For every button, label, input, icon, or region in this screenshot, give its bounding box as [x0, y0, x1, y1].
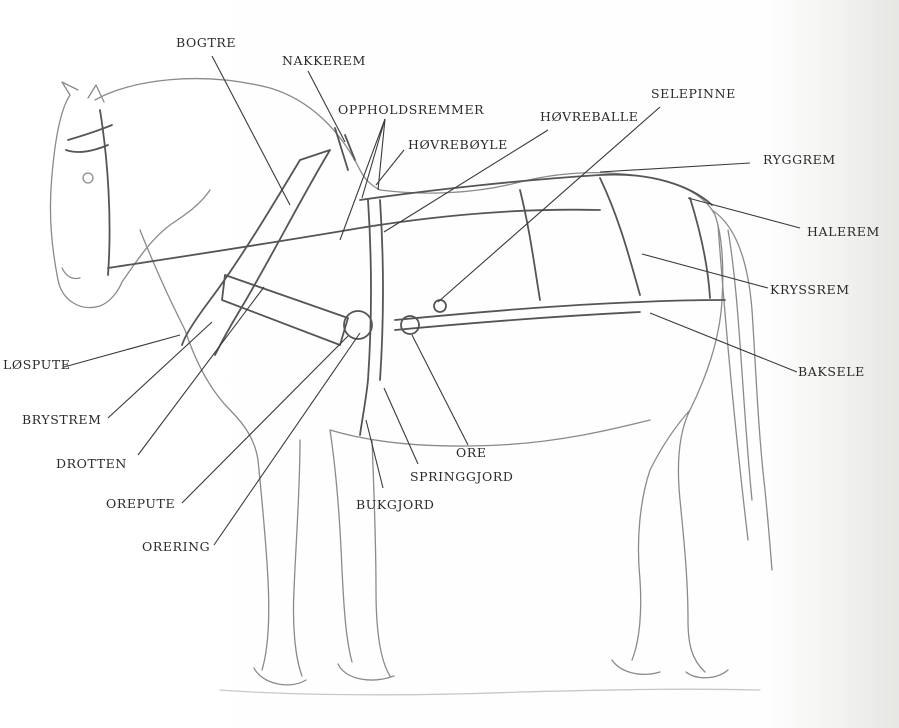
label-selepinne: SELEPINNE [651, 87, 736, 101]
bridle [66, 110, 112, 275]
label-oppholdsremmer: OPPHOLDSREMMER [338, 103, 484, 117]
leader-springgjord [384, 388, 418, 464]
label-nakkerem: NAKKEREM [282, 54, 366, 68]
leader-losput [64, 335, 180, 367]
label-hovreboyle: HØVREBØYLE [408, 138, 508, 152]
label-kryssrem: KRYSSREM [770, 283, 850, 297]
horse-tail [712, 210, 772, 570]
horse-hooves-front [254, 664, 394, 685]
label-springgjord: SPRINGGJORD [410, 470, 514, 484]
trace-ring [344, 311, 372, 339]
label-baksele: BAKSELE [798, 365, 865, 379]
leader-bukgjord [366, 420, 383, 488]
leader-ore [412, 335, 468, 445]
saddle-pin [434, 300, 446, 312]
label-ryggrem: RYGGREM [763, 153, 836, 167]
label-bukgjord: BUKGJORD [356, 498, 435, 512]
label-bogtre: BOGTRE [176, 36, 236, 50]
label-losput: LØSPUTE [3, 358, 71, 372]
horse-belly [330, 420, 650, 446]
label-hovreballe: HØVREBALLE [540, 110, 638, 124]
label-brystrem: BRYSTREM [22, 413, 102, 427]
leader-ryggrem [600, 163, 750, 172]
leader-orepute [182, 336, 348, 503]
horse-hind-leg [632, 300, 722, 672]
label-halerem: HALEREM [807, 225, 880, 239]
horse-hooves-hind [612, 660, 728, 678]
traces [395, 300, 725, 330]
horse-front-leg-left [258, 440, 302, 676]
horse-front-leg-right [330, 430, 390, 676]
leader-brystrem [108, 322, 212, 418]
horse-head [50, 95, 210, 308]
ground-shadow [220, 689, 760, 695]
label-orepute: OREPUTE [106, 497, 175, 511]
horse-back [380, 173, 723, 300]
crupper-cross-straps [520, 178, 710, 300]
leader-baksele [650, 313, 797, 372]
horse-eye [83, 173, 93, 183]
back-strap [360, 175, 712, 205]
leader-orering [214, 333, 360, 545]
girth [360, 200, 383, 435]
leader-bogtre [212, 56, 290, 205]
leader-halerem [688, 198, 800, 228]
label-drotten: DROTTEN [56, 457, 127, 471]
horse-nostril [62, 268, 80, 279]
horse-sketch [50, 79, 772, 695]
label-orering: ORERING [142, 540, 210, 554]
horse-chest [185, 330, 258, 460]
label-ore: ORE [456, 446, 487, 460]
harness-sketch [66, 110, 725, 435]
